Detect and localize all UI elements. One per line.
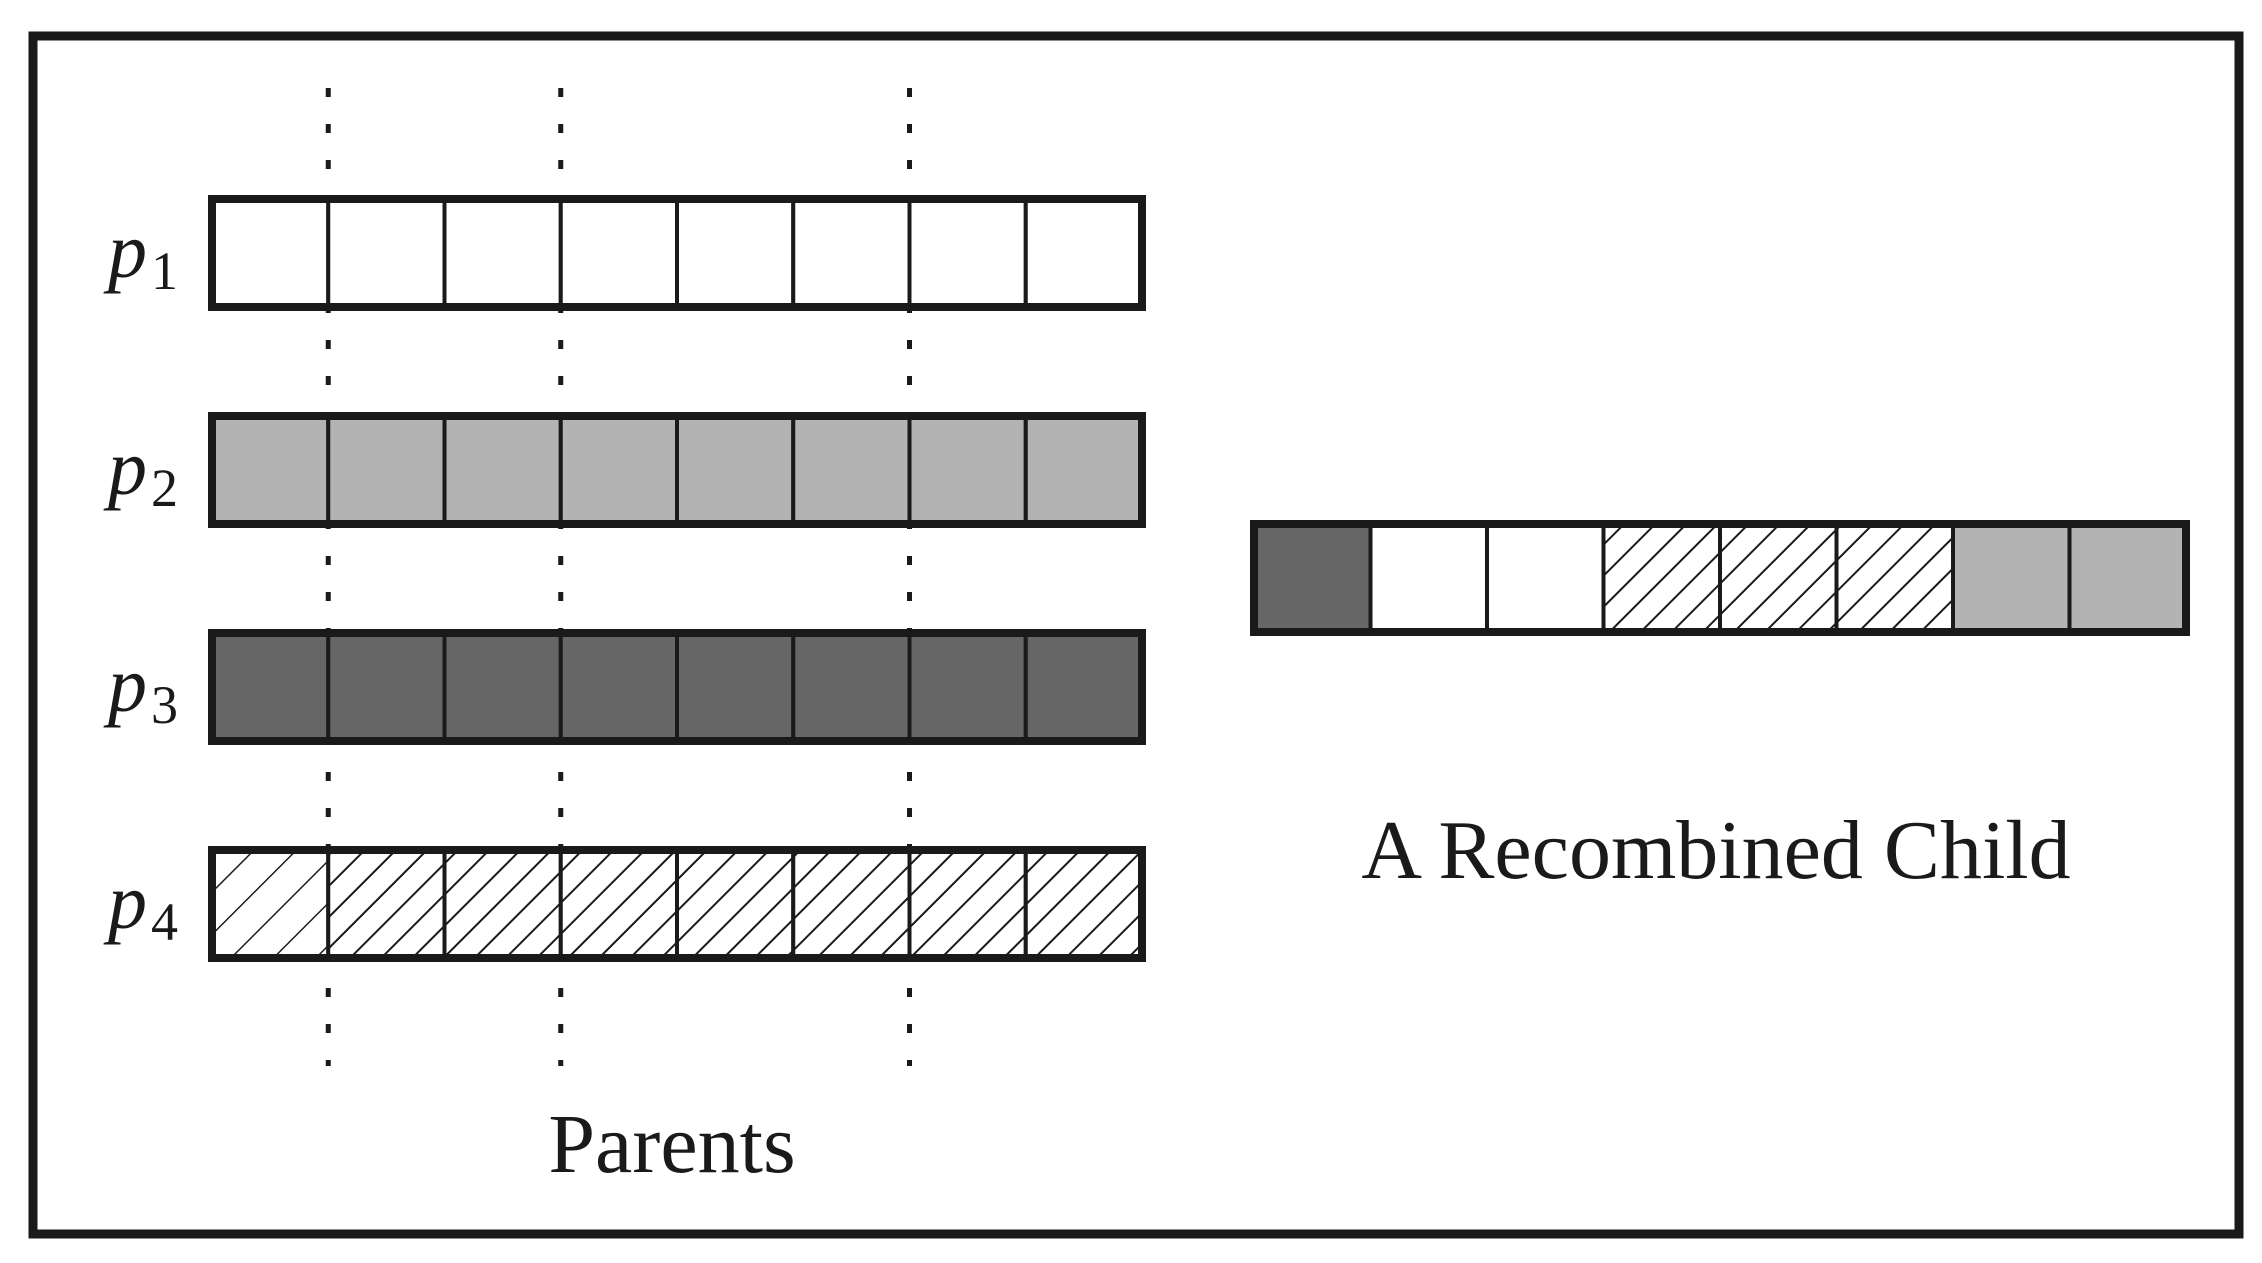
parent-chromosome-3: p3 xyxy=(103,629,1146,745)
gene-cell xyxy=(1023,848,1144,960)
chromosome-outline xyxy=(208,195,1146,311)
gene-cell xyxy=(442,414,563,526)
gene-cell xyxy=(675,197,796,309)
recombined-child-chromosome xyxy=(1250,520,2190,636)
child-gene-cell xyxy=(1834,522,1955,634)
child-gene-cell xyxy=(1601,522,1722,634)
gene-cell xyxy=(791,848,912,960)
gene-cell xyxy=(907,414,1028,526)
gene-cell xyxy=(442,631,563,743)
gene-cell xyxy=(442,848,563,960)
gene-cell xyxy=(907,197,1028,309)
gene-cell xyxy=(210,414,331,526)
gene-cell xyxy=(1023,414,1144,526)
child-caption: A Recombined Child xyxy=(1361,804,2070,897)
gene-cell xyxy=(791,414,912,526)
gene-cell xyxy=(791,631,912,743)
gene-cell xyxy=(558,414,679,526)
parent-chromosome-4: p4 xyxy=(103,846,1146,962)
gene-cell xyxy=(907,848,1028,960)
gene-cell xyxy=(210,848,331,960)
gene-cell xyxy=(675,414,796,526)
gene-cell xyxy=(675,631,796,743)
parent-label-1: p1 xyxy=(103,207,178,301)
child-gene-cell xyxy=(1252,522,1373,634)
gene-cell xyxy=(1023,631,1144,743)
chromosome-outline xyxy=(208,412,1146,528)
gene-cell xyxy=(442,197,563,309)
parent-label-2: p2 xyxy=(103,424,178,518)
child-gene-cell xyxy=(1485,522,1606,634)
chromosome-outline xyxy=(208,846,1146,962)
child-gene-cell xyxy=(1368,522,1489,634)
child-chromosome-outline xyxy=(1250,520,2190,636)
gene-cell xyxy=(210,631,331,743)
gene-cell xyxy=(326,631,447,743)
gene-cell xyxy=(907,631,1028,743)
gene-cell xyxy=(210,197,331,309)
child-gene-cell xyxy=(2067,522,2188,634)
parent-chromosome-2: p2 xyxy=(103,412,1146,528)
gene-cell xyxy=(558,197,679,309)
parents-group: p1 p2 p3 p4 xyxy=(103,195,1146,962)
parent-label-3: p3 xyxy=(103,641,178,735)
gene-cell xyxy=(326,848,447,960)
gene-cell xyxy=(326,197,447,309)
gene-cell xyxy=(675,848,796,960)
gene-cell xyxy=(558,631,679,743)
child-gene-cell xyxy=(1951,522,2072,634)
parents-caption: Parents xyxy=(548,1098,795,1191)
gene-cell xyxy=(1023,197,1144,309)
chromosome-outline xyxy=(208,629,1146,745)
gene-cell xyxy=(558,848,679,960)
child-gene-cell xyxy=(1718,522,1839,634)
gene-cell xyxy=(791,197,912,309)
gene-cell xyxy=(326,414,447,526)
parent-chromosome-1: p1 xyxy=(103,195,1146,311)
parent-label-4: p4 xyxy=(103,858,178,952)
